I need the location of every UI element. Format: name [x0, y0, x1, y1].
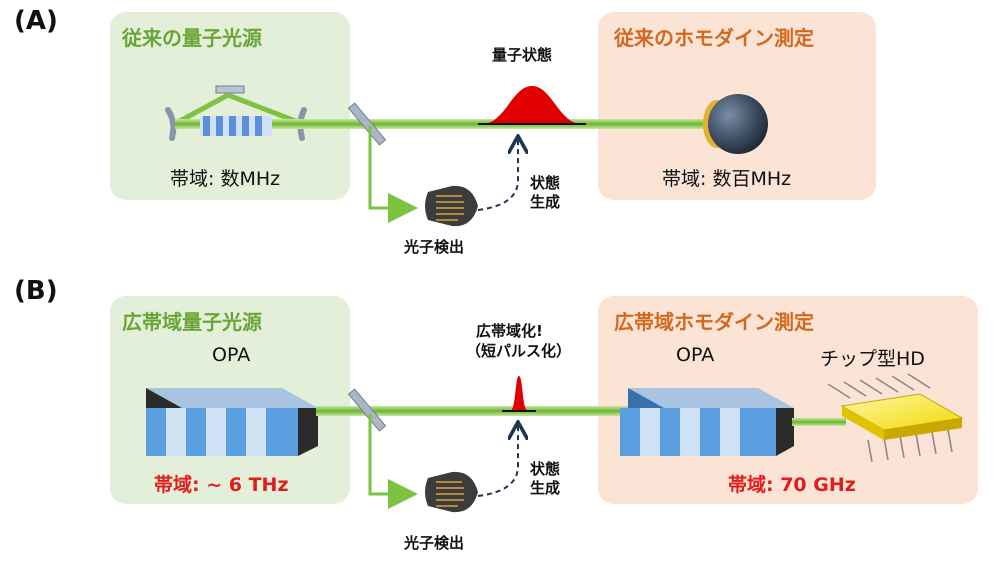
broadband-pulse-label-1: 広帯域化! [476, 322, 543, 340]
state-gen-label-a-1: 状態 [530, 174, 561, 192]
panel-b-label: (B) [14, 276, 58, 306]
panel-a-label: (A) [14, 6, 58, 36]
photon-detection-label-b: 光子検出 [404, 534, 465, 552]
state-gen-label-b-2: 生成 [530, 479, 561, 497]
homodyne-detector-icon [703, 94, 768, 154]
beam-a [175, 119, 715, 129]
beam-splitter-icon [347, 102, 387, 146]
quantum-state-label: 量子状態 [492, 46, 553, 64]
conventional-source-band: 帯域: 数MHz [170, 168, 281, 190]
state-gen-label-b-1: 状態 [530, 460, 561, 478]
broadband-source-title: 広帯域量子光源 [122, 310, 262, 334]
photodetector-icon [425, 185, 478, 227]
conventional-source-title: 従来の量子光源 [122, 26, 262, 50]
chip-hd-label: チップ型HD [820, 348, 925, 370]
photodetector-icon [425, 471, 478, 513]
broadband-pulse [510, 376, 528, 411]
broadband-homodyne-title: 広帯域ホモダイン測定 [614, 310, 814, 334]
homodyne-opa-crystal-icon [620, 388, 794, 456]
quantum-state-pulse [482, 86, 582, 124]
curved-mirror-icon [165, 107, 177, 141]
state-gen-arrow-b [477, 426, 518, 497]
state-gen-arrow-a [477, 140, 518, 211]
beam-to-chip [792, 418, 846, 426]
broadband-pulse-label-2: （短パルス化） [466, 342, 572, 360]
source-opa-crystal-icon [146, 388, 318, 456]
photon-detection-label-a: 光子検出 [404, 238, 465, 256]
homodyne-opa-label: OPA [676, 344, 715, 366]
cavity-beams [176, 92, 299, 125]
beam-splitter-icon [347, 388, 387, 432]
source-opa-label: OPA [212, 344, 251, 366]
tap-path-b [368, 414, 418, 509]
crystal-icon [200, 116, 272, 136]
tap-path-a [368, 126, 418, 223]
broadband-source-band: 帯域: ~ 6 THz [154, 474, 289, 496]
chip-icon [827, 373, 964, 463]
beam-b [316, 406, 636, 416]
conventional-homodyne-band: 帯域: 数百MHz [662, 168, 792, 190]
conventional-source-box [110, 12, 350, 200]
state-gen-label-a-2: 生成 [530, 193, 561, 211]
flat-mirror-icon [215, 85, 245, 94]
conventional-homodyne-title: 従来のホモダイン測定 [614, 26, 814, 50]
broadband-homodyne-band: 帯域: 70 GHz [728, 474, 856, 496]
